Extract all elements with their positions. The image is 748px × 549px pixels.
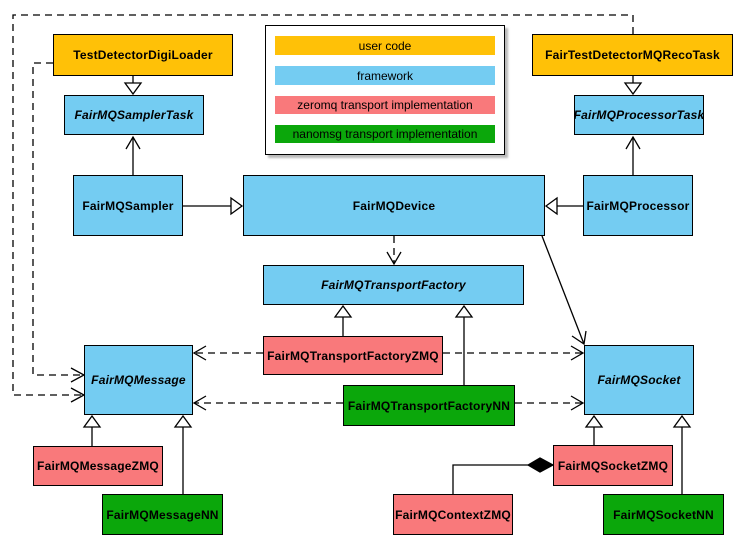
class-node-fairmqtransportfactoryzmq: FairMQTransportFactoryZMQ — [263, 336, 443, 375]
class-label: FairMQSampler — [82, 198, 174, 213]
class-label: FairTestDetectorMQRecoTask — [545, 48, 720, 62]
legend-label: zeromq transport implementation — [297, 98, 473, 112]
class-node-fairmqmessagenn: FairMQMessageNN — [102, 494, 223, 535]
class-node-fairtestdetectormqrecotask: FairTestDetectorMQRecoTask — [532, 34, 733, 76]
legend-label: framework — [356, 68, 413, 83]
class-label: FairMQSocketZMQ — [557, 458, 669, 473]
edge-tfzmq-transportfactory-inheritance — [333, 304, 353, 336]
class-node-fairmqsocketnn: FairMQSocketNN — [603, 494, 724, 535]
legend-item-zeromq: zeromq transport implementation — [275, 96, 495, 114]
edge-tfnn-transportfactory-inheritance — [454, 304, 474, 385]
class-node-fairmqtransportfactorynn: FairMQTransportFactoryNN — [343, 385, 515, 426]
legend-item-framework: framework — [275, 66, 495, 85]
class-label: FairMQProcessorTask — [574, 108, 704, 122]
legend-label: user code — [358, 38, 412, 53]
class-node-fairmqsocket: FairMQSocket — [584, 345, 694, 415]
class-label: FairMQProcessor — [586, 198, 690, 213]
class-node-fairmqtransportfactory: FairMQTransportFactory — [263, 265, 524, 305]
class-node-fairmqmessage: FairMQMessage — [84, 345, 193, 415]
class-label: FairMQMessageZMQ — [37, 459, 159, 473]
edge-tfnn-message-dependency — [192, 395, 343, 411]
class-node-fairmqsocketzmq: FairMQSocketZMQ — [553, 445, 673, 486]
edge-sockzmq-socket-inheritance — [584, 414, 604, 445]
class-node-fairmqsampler: FairMQSampler — [73, 175, 183, 236]
class-node-fairmqprocessortask: FairMQProcessorTask — [574, 95, 704, 135]
class-label: TestDetectorDigiLoader — [73, 48, 213, 62]
class-node-fairmqdevice: FairMQDevice — [243, 175, 545, 236]
class-node-fairmqprocessor: FairMQProcessor — [583, 175, 693, 236]
class-label: FairMQContextZMQ — [395, 507, 511, 522]
class-node-testdetectordigiloader: TestDetectorDigiLoader — [53, 34, 233, 76]
class-label: FairMQTransportFactoryZMQ — [267, 348, 439, 363]
class-label: FairMQMessageNN — [106, 507, 219, 522]
legend-item-nanomsg: nanomsg transport implementation — [275, 125, 495, 143]
edge-processor-processortask-association — [625, 135, 641, 175]
class-node-fairmqsamplertask: FairMQSamplerTask — [64, 95, 204, 135]
edge-msgzmq-message-inheritance — [82, 414, 102, 446]
edge-sampler-device-inheritance — [183, 196, 244, 216]
legend-item-user-code: user code — [275, 36, 495, 55]
class-label: FairMQDevice — [352, 198, 436, 213]
edge-socknn-socket-inheritance — [672, 414, 692, 494]
edge-device-socket-association — [541, 235, 587, 346]
legend-label: nanomsg transport implementation — [292, 127, 478, 141]
edge-sockzmq-contextzmq-composition — [452, 457, 555, 494]
legend-box: user code framework zeromq transport imp… — [265, 25, 505, 155]
edge-tfzmq-socket-dependency — [443, 345, 585, 361]
edge-tfnn-socket-dependency — [515, 395, 585, 411]
edge-recotask-processortask-inheritance — [623, 76, 643, 96]
class-node-fairmqmessagezmq: FairMQMessageZMQ — [33, 446, 163, 486]
edge-device-transportfactory-dependency — [386, 236, 402, 266]
edge-tfzmq-message-dependency — [192, 345, 263, 361]
class-label: FairMQMessage — [91, 373, 186, 387]
class-node-fairmqcontextzmq: FairMQContextZMQ — [393, 494, 513, 535]
edge-msgnn-message-inheritance — [173, 414, 193, 494]
class-label: FairMQSocketNN — [613, 507, 714, 522]
edge-sampler-samplertask-association — [125, 135, 141, 175]
class-label: FairMQTransportFactoryNN — [347, 398, 511, 413]
class-label: FairMQTransportFactory — [321, 278, 466, 292]
edge-digiloader-samplertask-inheritance — [123, 76, 143, 96]
class-label: FairMQSamplerTask — [74, 108, 194, 122]
class-label: FairMQSocket — [597, 373, 681, 387]
edge-processor-device-inheritance — [544, 196, 583, 216]
